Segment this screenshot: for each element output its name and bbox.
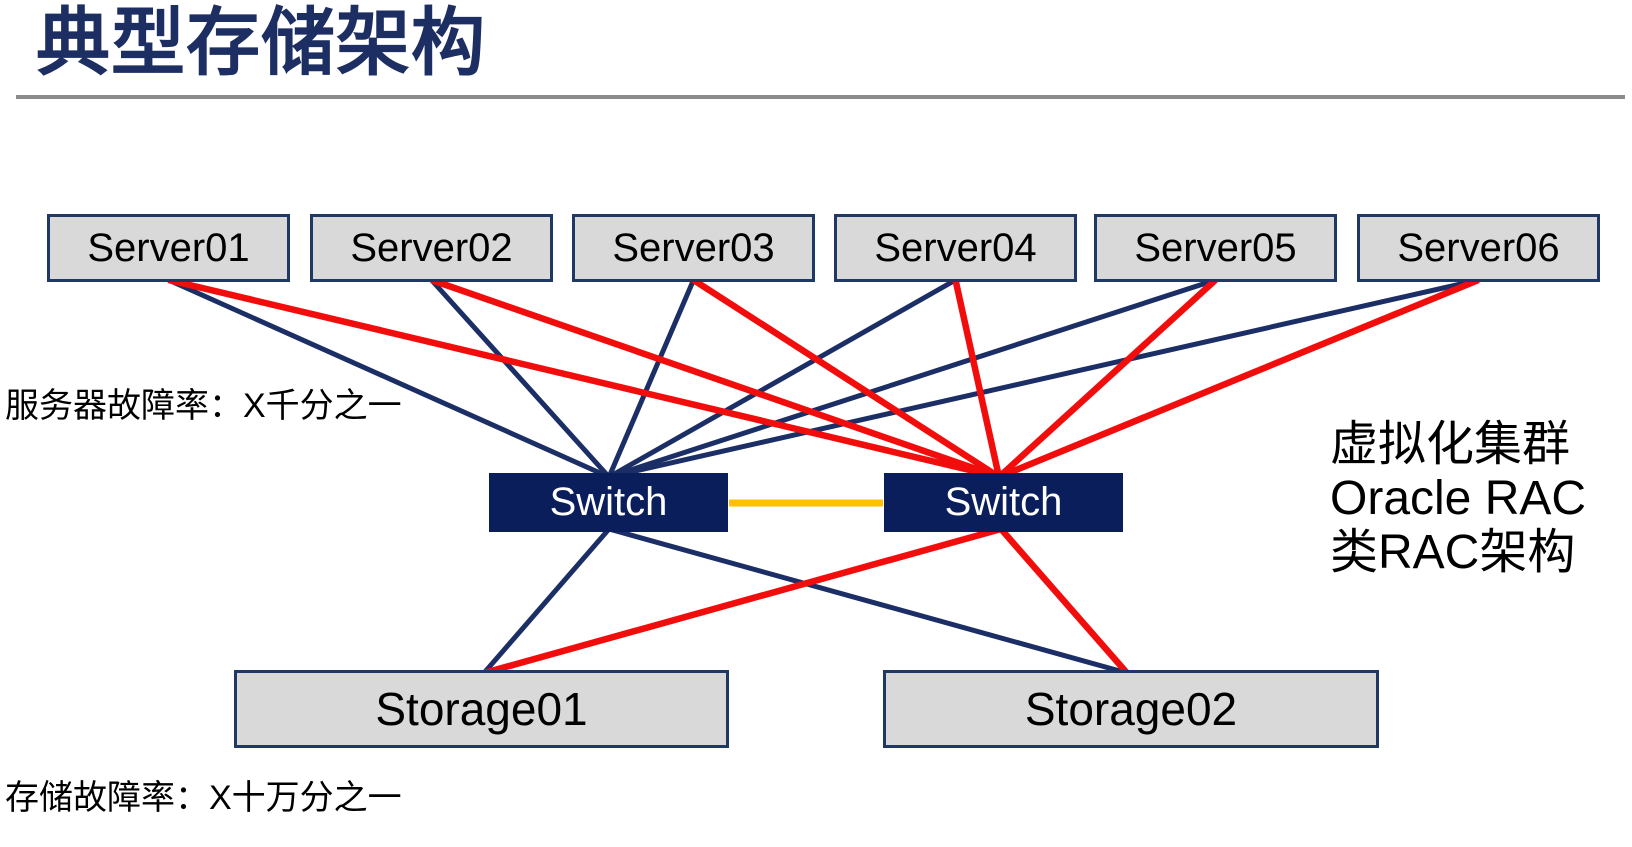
server02-box: Server02 bbox=[310, 214, 553, 282]
annotation-line-3: 类RAC架构 bbox=[1330, 526, 1576, 579]
link-switch-left-to-storage02 bbox=[608, 526, 1128, 676]
server03-box: Server03 bbox=[572, 214, 815, 282]
title-underline bbox=[16, 95, 1625, 99]
server05-box: Server05 bbox=[1094, 214, 1337, 282]
link-switch-right-to-storage01 bbox=[483, 525, 1002, 677]
annotation-line-2: Oracle RAC bbox=[1330, 472, 1587, 525]
server04-box: Server04 bbox=[834, 214, 1077, 282]
link-switch-right-to-storage02 bbox=[998, 526, 1130, 676]
annotation-line-1: 虚拟化集群 bbox=[1330, 418, 1571, 471]
switch-right-box: Switch bbox=[884, 473, 1123, 532]
switch-left-box: Switch bbox=[489, 473, 728, 532]
slide-title: 典型存储架构 bbox=[36, 1, 486, 84]
link-server01-to-switch-right bbox=[167, 276, 1000, 481]
server-failure-note: 服务器故障率：X千分之一 bbox=[5, 387, 402, 425]
cluster-annotation: 虚拟化集群 Oracle RAC 类RAC架构 bbox=[1330, 418, 1586, 580]
link-server06-to-switch-right bbox=[997, 276, 1480, 481]
link-server04-to-switch-right bbox=[952, 279, 1003, 478]
storage02-box: Storage02 bbox=[883, 670, 1379, 748]
link-server05-to-switch-left bbox=[608, 277, 1217, 480]
link-server01-to-switch-left bbox=[167, 277, 611, 480]
link-switch-left-to-storage01 bbox=[482, 527, 611, 675]
storage-failure-note: 存储故障率：X十万分之一 bbox=[5, 779, 402, 817]
storage01-box: Storage01 bbox=[234, 670, 729, 748]
server06-box: Server06 bbox=[1357, 214, 1600, 282]
link-server04-to-switch-left bbox=[607, 277, 957, 480]
server01-box: Server01 bbox=[47, 214, 290, 282]
link-server03-to-switch-left bbox=[606, 279, 696, 478]
link-server02-to-switch-right bbox=[430, 276, 1001, 481]
link-server06-to-switch-left bbox=[608, 277, 1480, 480]
link-server05-to-switch-right bbox=[996, 277, 1218, 480]
link-server02-to-switch-left bbox=[429, 278, 611, 479]
link-server03-to-switch-right bbox=[691, 277, 1001, 480]
